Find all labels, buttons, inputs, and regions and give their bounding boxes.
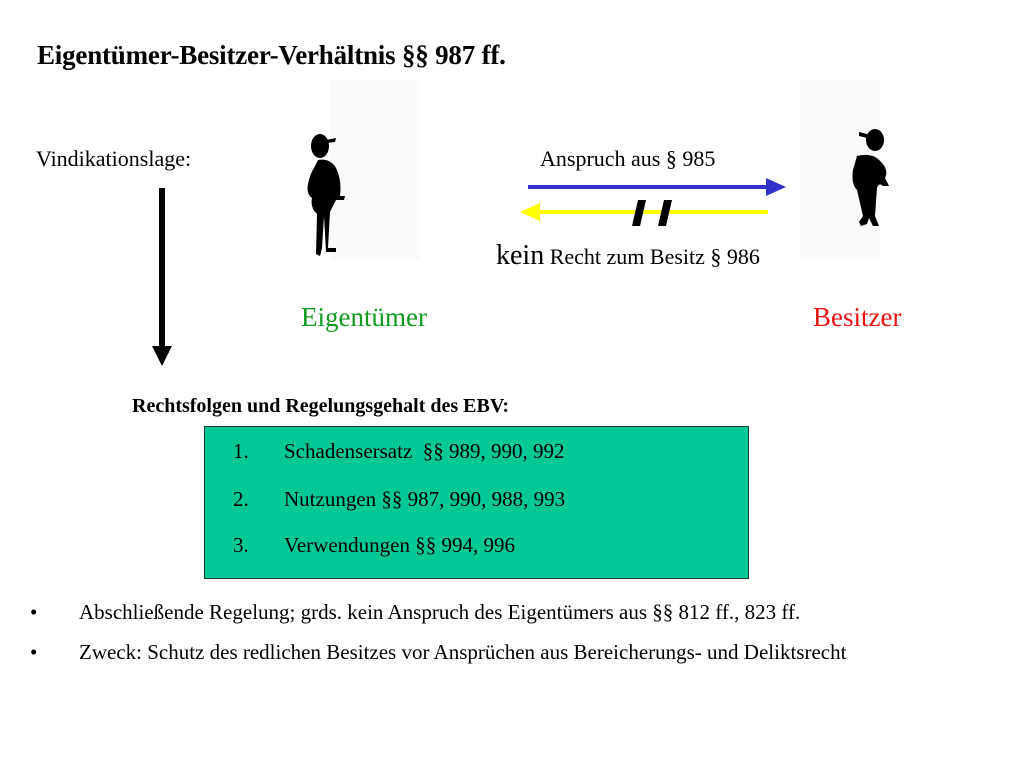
bullet-marker: • <box>30 640 38 664</box>
arrow-down-icon <box>152 188 172 366</box>
owner-label: Eigentümer <box>301 302 427 332</box>
bullet-text: Zweck: Schutz des redlichen Besitzes vor… <box>79 640 847 664</box>
possessor-label: Besitzer <box>813 302 902 332</box>
vindikation-label: Vindikationslage: <box>36 146 192 171</box>
list-text: Nutzungen §§ 987, 990, 988, 993 <box>284 487 566 511</box>
bullet-marker: • <box>30 600 38 624</box>
list-number: 1. <box>233 439 249 463</box>
no-right-prefix: kein <box>496 240 545 271</box>
bullet-text: Abschließende Regelung; grds. kein Anspr… <box>79 600 801 624</box>
bullet-list: • Abschließende Regelung; grds. kein Ans… <box>30 598 990 678</box>
list-text: Schadensersatz §§ 989, 990, 992 <box>284 439 565 463</box>
no-right-rest: Recht zum Besitz § 986 <box>544 244 760 269</box>
list-number: 3. <box>233 533 249 557</box>
list-number: 2. <box>233 487 249 511</box>
person-silhouette-icon <box>307 134 345 256</box>
consequences-box: 1. Schadensersatz §§ 989, 990, 992 2. Nu… <box>204 426 749 579</box>
background-artifact <box>330 80 420 260</box>
right-arrow-yellow <box>520 203 768 221</box>
slide-title: Eigentümer-Besitzer-Verhältnis §§ 987 ff… <box>37 40 506 70</box>
claim-arrow-blue <box>528 178 786 196</box>
claim-arrows-diagram <box>520 178 786 226</box>
claim-label: Anspruch aus § 985 <box>540 146 716 171</box>
list-text: Verwendungen §§ 994, 996 <box>284 533 515 557</box>
no-right-label: kein Recht zum Besitz § 986 <box>496 240 760 272</box>
bullet-item: • Zweck: Schutz des redlichen Besitzes v… <box>30 638 919 667</box>
consequences-heading: Rechtsfolgen und Regelungsgehalt des EBV… <box>132 395 510 417</box>
double-slash-icon <box>632 200 672 226</box>
bullet-item: • Abschließende Regelung; grds. kein Ans… <box>30 598 990 627</box>
person-silhouette-icon <box>852 129 889 226</box>
